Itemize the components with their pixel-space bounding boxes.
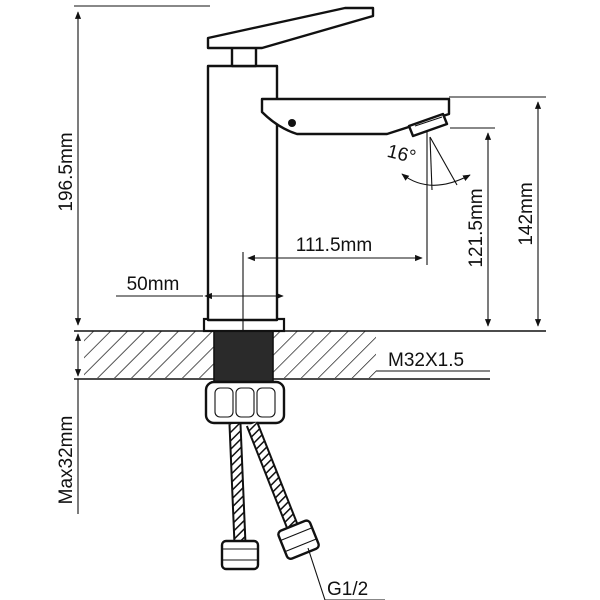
supply-hoses (220, 421, 320, 571)
aerator-line (414, 116, 443, 127)
label-hose-thread: G1/2 (327, 579, 368, 600)
label-spray-angle: 16° (385, 141, 418, 168)
lock-nut (204, 380, 286, 425)
shank-thread (213, 325, 274, 383)
dim-total-height: 196.5mm (56, 5, 210, 326)
hose-left-fitting (220, 539, 260, 571)
dim-deck-thickness: Max32mm (56, 333, 82, 514)
label-spout-reach: 111.5mm (296, 235, 372, 256)
lever-handle (206, 6, 375, 50)
label-total-height: 196.5mm (56, 132, 77, 211)
countertop (74, 330, 546, 380)
spout (260, 97, 451, 138)
hose-right-fitting (277, 519, 320, 560)
label-outlet-height: 121.5mm (466, 188, 487, 267)
label-deck-thickness: Max32mm (56, 416, 77, 505)
callout-mount-thread: M32X1.5 (376, 350, 490, 372)
spout-detail (288, 119, 296, 127)
label-body-width: 50mm (127, 274, 180, 295)
mounting-shank (202, 317, 286, 383)
lock-nut-body (204, 380, 286, 425)
label-spout-height: 142mm (516, 182, 537, 245)
label-mount-thread: M32X1.5 (388, 350, 464, 371)
lock-nut-face-left (214, 387, 234, 418)
dim-outlet-height: 121.5mm (450, 127, 495, 327)
faucet-body (206, 6, 375, 322)
callout-hose-thread: G1/2 (307, 547, 385, 600)
dim-body-width: 50mm (116, 274, 284, 300)
aerator (407, 112, 449, 138)
lock-nut-face-mid (235, 387, 255, 418)
hose-right-braid (247, 422, 298, 530)
dim-spout-height: 142mm (449, 96, 546, 327)
hose-left-braid (230, 423, 245, 545)
dim-spout-reach: 111.5mm (242, 130, 428, 330)
lock-nut-face-right (256, 387, 276, 418)
